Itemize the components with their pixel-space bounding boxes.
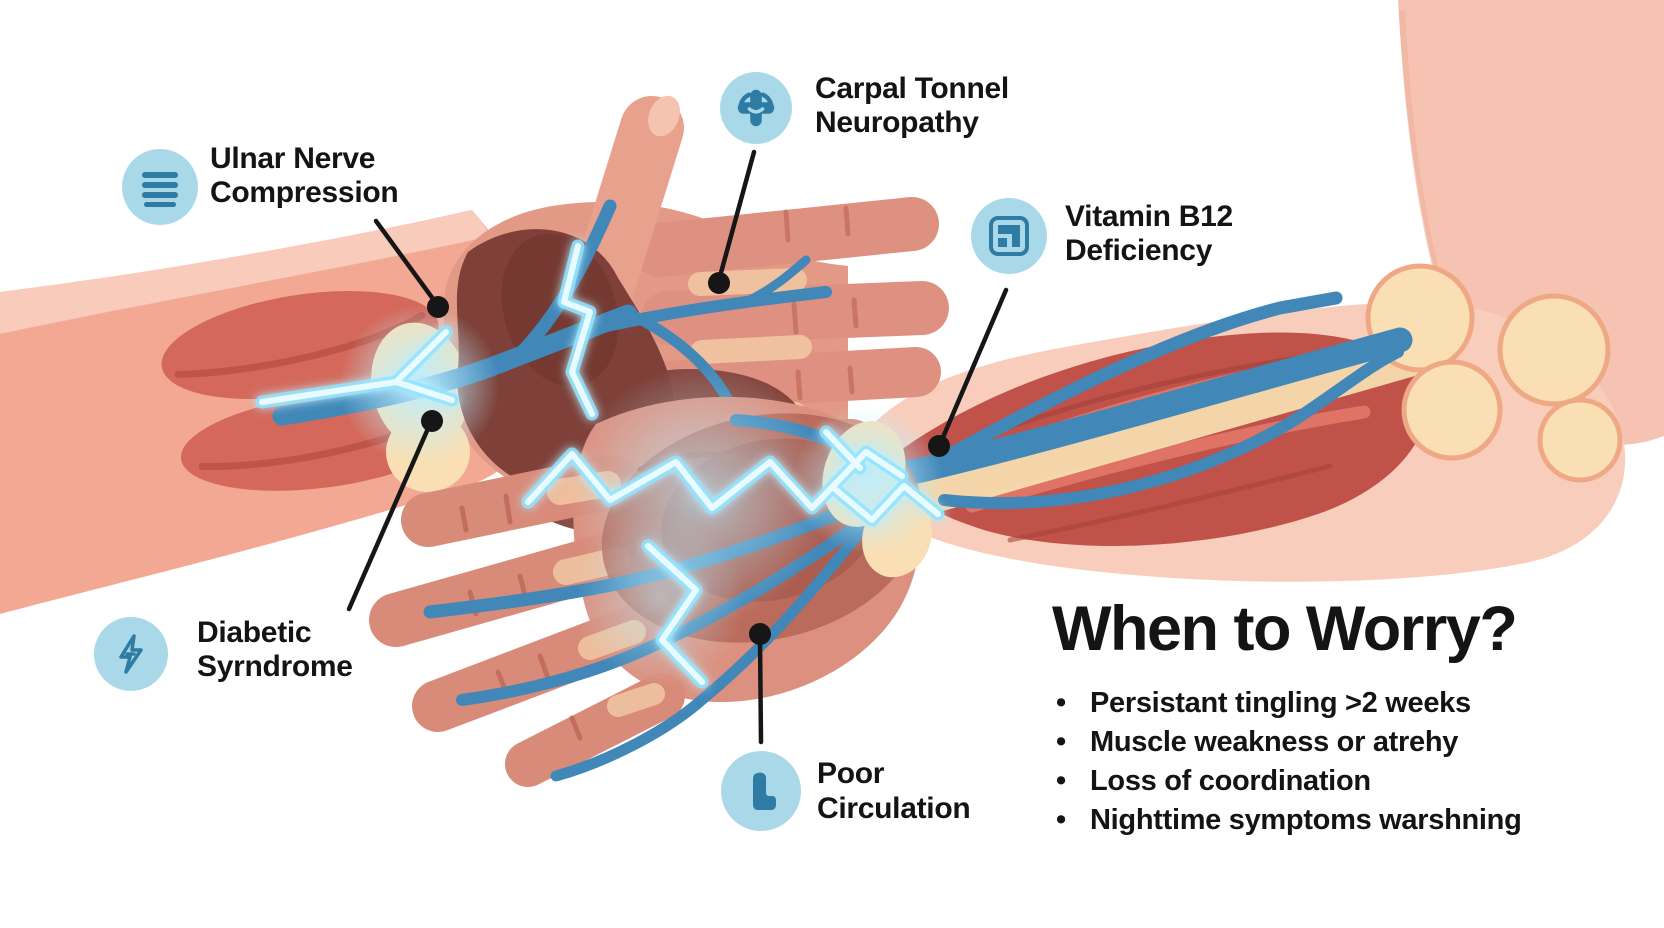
label-line: Deficiency: [1065, 234, 1213, 267]
label-line: Poor: [817, 757, 885, 790]
label-carpal-tonnel-neuropathy: Carpal Tonnel Neuropathy: [815, 72, 1009, 140]
warning-item: Loss of coordination: [1052, 762, 1522, 801]
label-poor-circulation: Poor Circulation: [817, 756, 971, 826]
medical-cross-icon: [720, 72, 792, 144]
when-to-worry-section: When to Worry? Persistant tingling >2 we…: [1052, 596, 1522, 840]
pointer-line-circulation: [757, 635, 764, 745]
annotation-pointers: [346, 149, 1009, 745]
label-ulnar-nerve-compression: Ulnar Nerve Compression: [210, 142, 399, 210]
label-diabetic-syndrome: Diabetic Syrndrome: [197, 616, 353, 684]
warning-item: Persistant tingling >2 weeks: [1052, 684, 1522, 723]
when-to-worry-title: When to Worry?: [1052, 594, 1518, 664]
lightning-bolt-icon: [94, 617, 168, 691]
label-vitamin-b12-deficiency: Vitamin B12 Deficiency: [1065, 200, 1233, 268]
label-line: Syrndrome: [197, 650, 353, 683]
pointer-dot-carpal: [708, 272, 730, 294]
supplement-pack-icon: [971, 198, 1047, 274]
label-line: Compression: [210, 176, 399, 209]
warning-item: Nighttime symptoms warshning: [1052, 801, 1522, 840]
nerve-lightning-bolts: [255, 239, 945, 689]
warning-item: Muscle weakness or atrehy: [1052, 723, 1522, 762]
menu-lines-icon: [122, 149, 198, 225]
label-line: Carpal Tonnel: [815, 72, 1009, 105]
pointer-line-ulnar: [373, 218, 439, 306]
thumb-nail: [648, 95, 680, 137]
when-to-worry-list: Persistant tingling >2 weeks Muscle weak…: [1052, 684, 1522, 840]
label-line: Neuropathy: [815, 106, 979, 139]
l-block-icon: [721, 751, 801, 831]
pointer-line-diabetic: [346, 421, 433, 612]
elbow-bones: [1365, 263, 1623, 483]
pointer-dot-ulnar: [427, 296, 449, 318]
label-line: Ulnar Nerve: [210, 142, 376, 175]
label-line: Diabetic: [197, 616, 312, 649]
finger-creases: [775, 205, 859, 465]
label-line: Vitamin B12: [1065, 200, 1233, 233]
label-line: Circulation: [817, 792, 971, 825]
pointer-dot-circulation: [749, 623, 771, 645]
pointer-line-b12: [938, 287, 1009, 445]
pointer-line-carpal: [716, 149, 757, 283]
right-forearm: [846, 263, 1626, 582]
pointer-dot-b12: [928, 435, 950, 457]
pointer-dot-diabetic: [421, 410, 443, 432]
fascia-band: [861, 323, 1459, 527]
